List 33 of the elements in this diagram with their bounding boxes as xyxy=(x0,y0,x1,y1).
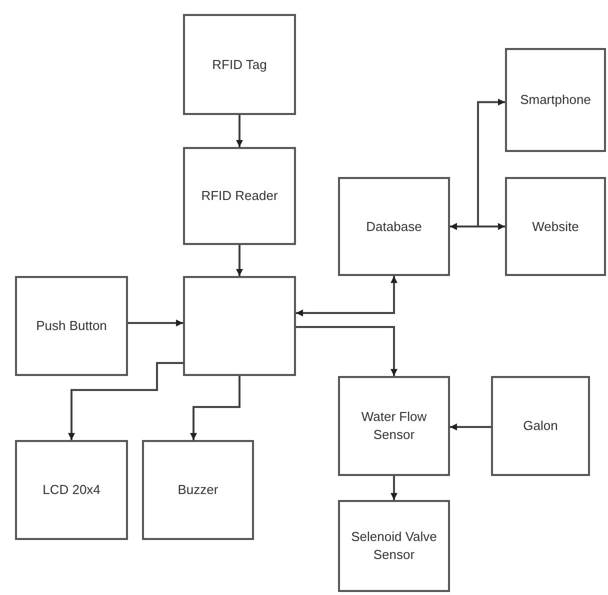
process-box xyxy=(505,48,606,152)
process-box xyxy=(505,177,606,276)
box-label: Database xyxy=(366,218,422,236)
box-label: RFID Reader xyxy=(201,187,278,205)
arrow xyxy=(236,245,243,276)
arrow xyxy=(236,115,243,147)
arrow xyxy=(296,276,398,316)
box-label: LCD 20x4 xyxy=(42,481,100,499)
arrow xyxy=(68,362,183,440)
box-label: Buzzer xyxy=(178,481,218,499)
box-label: Galon xyxy=(523,417,558,435)
box-label: Website xyxy=(532,218,579,236)
box-label: Water Flow Sensor xyxy=(360,408,428,444)
box-label: Smartphone xyxy=(520,91,591,109)
empty-box xyxy=(183,276,296,376)
arrow xyxy=(190,376,240,440)
box-label: Push Button xyxy=(36,317,107,335)
process-box xyxy=(183,147,296,245)
box-label: Selenoid Valve Sensor xyxy=(350,528,438,564)
process-box xyxy=(142,440,254,540)
process-box xyxy=(338,500,450,592)
arrow xyxy=(450,223,505,230)
arrow xyxy=(390,476,398,500)
process-box xyxy=(183,14,296,115)
process-box xyxy=(491,376,590,476)
arrow xyxy=(450,424,491,430)
arrow xyxy=(296,326,398,376)
box-label: RFID Tag xyxy=(212,56,267,74)
process-box xyxy=(338,177,450,276)
arrow xyxy=(128,320,183,326)
process-box xyxy=(15,276,128,376)
process-box xyxy=(338,376,450,476)
process-box xyxy=(15,440,128,540)
